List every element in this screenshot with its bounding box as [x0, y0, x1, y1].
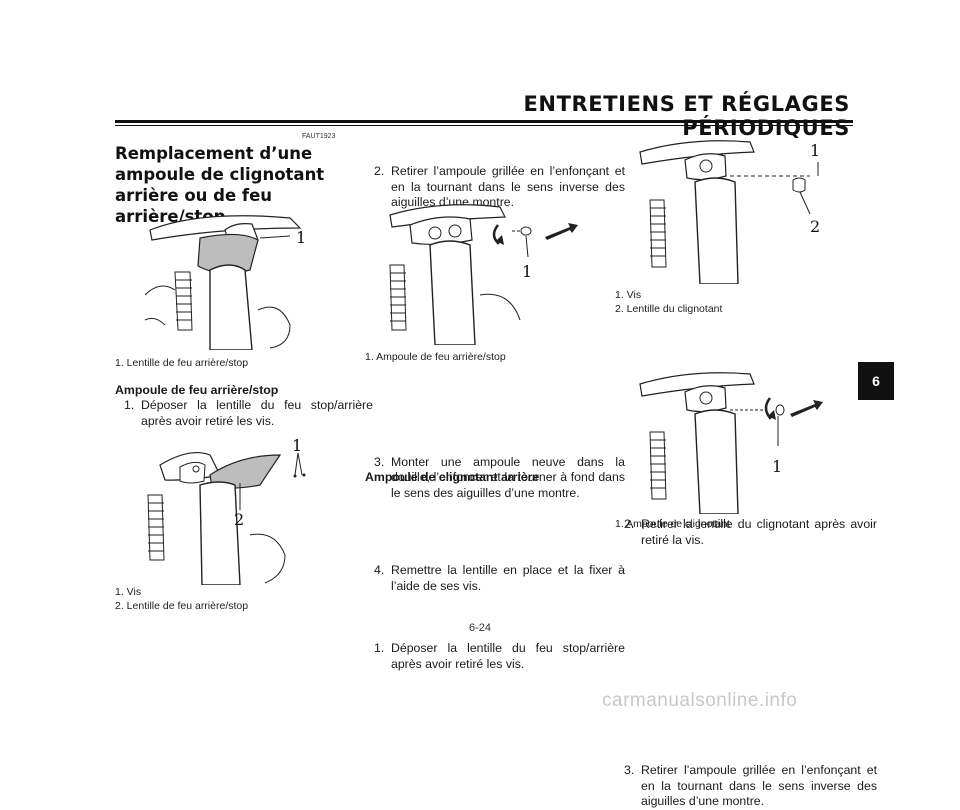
figure-callout: 2 — [234, 510, 244, 529]
figure-callout: 1 — [810, 141, 820, 160]
step-item: 1. Déposer la lentille du feu stop/arriè… — [115, 398, 373, 429]
figure-caption: 1. Vis — [615, 289, 642, 301]
step-text: Remettre la lentille en place et la fixe… — [391, 563, 625, 593]
step-item: 2. Retirer la lentille du clignotant apr… — [615, 517, 877, 548]
watermark: carmanualsonline.info — [602, 690, 798, 711]
step-number: 1. — [124, 398, 135, 412]
step-text: Monter une ampoule neuve dans la douille… — [391, 454, 625, 500]
step-text: Retirer l’ampoule grillée en l’enfonçant… — [641, 763, 877, 808]
header-rule — [115, 120, 853, 123]
figure-turn-signal-lens: 1 2 — [630, 132, 840, 284]
step-number: 2. — [374, 164, 385, 178]
step-item: 3. Retirer l’ampoule grillée en l’enfonç… — [615, 763, 877, 810]
step-item: 1. Déposer la lentille du feu stop/arriè… — [365, 641, 625, 672]
page-number: 6-24 — [468, 622, 492, 634]
step-text: Déposer la lentille du feu stop/arrière … — [141, 398, 373, 428]
figure-screws-lens: 1 2 — [140, 435, 340, 585]
figure-caption: 1. Vis — [115, 586, 142, 598]
header-rule-thin — [115, 125, 853, 126]
figure-caption: 2. Lentille de feu arrière/stop — [115, 600, 249, 612]
figure-caption: 1. Ampoule de feu arrière/stop — [365, 351, 506, 363]
subsection-heading: Ampoule de clignotant arrière — [365, 470, 540, 484]
figure-turn-signal-bulb: 1 — [630, 364, 840, 514]
subsection-heading: Ampoule de feu arrière/stop — [115, 383, 279, 397]
chapter-tab: 6 — [858, 362, 894, 400]
figure-callout: 1 — [296, 228, 306, 247]
step-number: 3. — [374, 454, 385, 469]
figure-caption: 1. Ampoule de clignotant — [615, 518, 730, 530]
figure-callout: 1 — [772, 457, 782, 476]
figure-taillight-lens: 1 — [140, 200, 340, 350]
figure-caption: 2. Lentille du clignotant — [615, 303, 723, 315]
figure-callout: 1 — [292, 436, 302, 455]
figure-callout: 2 — [810, 217, 820, 236]
step-item: 3. Monter une ampoule neuve dans la doui… — [365, 455, 625, 502]
section-code: FAUT1923 — [302, 133, 336, 140]
step-text: Déposer la lentille du feu stop/arrière … — [391, 641, 625, 671]
step-number: 1. — [374, 641, 385, 655]
figure-callout: 1 — [522, 262, 532, 281]
step-number: 2. — [624, 517, 635, 531]
step-text: Retirer la lentille du clignotant après … — [641, 517, 877, 547]
figure-taillight-bulb: 1 — [380, 195, 590, 345]
step-item: 4. Remettre la lentille en place et la f… — [365, 563, 625, 594]
step-number: 4. — [374, 563, 385, 577]
figure-caption: 1. Lentille de feu arrière/stop — [115, 357, 249, 369]
step-number: 3. — [624, 763, 635, 777]
